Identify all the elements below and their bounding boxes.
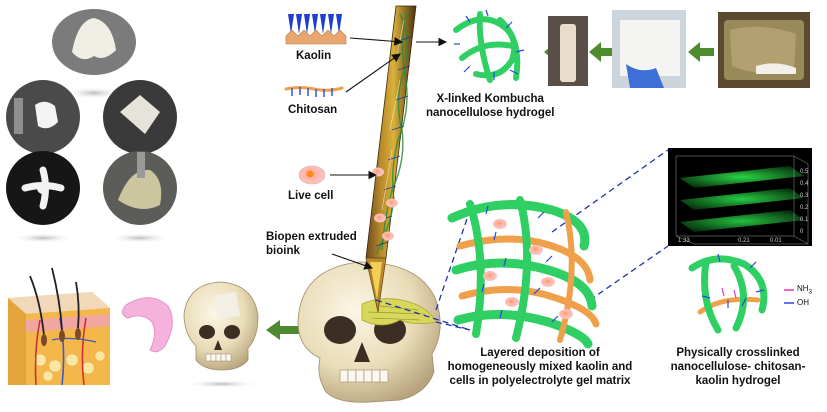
physically-label-line3: kaolin hydrogel [695, 375, 781, 387]
nh3-text: NH [797, 284, 809, 293]
hydrogel-sheet-photo [612, 10, 686, 88]
layered-label-line3: cells in polyelectrolyte gel matrix [449, 375, 631, 387]
biopen-label: Biopen extruded bioink [266, 230, 357, 258]
physically-label: Physically crosslinked nanocellulose- ch… [654, 346, 822, 388]
biopen-label-line1: Biopen extruded [266, 231, 357, 243]
cartilage-icon [122, 297, 173, 353]
legend-keys [784, 289, 794, 304]
xlinked-label-line2: nanocellulose hydrogel [426, 107, 555, 119]
oh-legend-label: OH [797, 298, 809, 307]
hydrogel-network-icon [688, 253, 768, 334]
nh3-legend-label: NH3 [797, 284, 812, 296]
xlinked-label-line1: X-linked Kombucha [436, 93, 544, 105]
skull-large-icon [297, 261, 441, 403]
scoby-photo [718, 12, 810, 88]
physically-label-line1: Physically crosslinked [676, 347, 800, 359]
hydrogel-cylinder-photo [548, 16, 588, 86]
confocal-tick: 1.33 [678, 238, 690, 244]
nh3-subscript: 3 [808, 289, 812, 296]
pointer-arrows [330, 37, 448, 270]
chitosan-icon [284, 86, 344, 97]
confocal-tick: 0.2 [800, 205, 809, 211]
live-cell-label: Live cell [288, 190, 334, 202]
live-cell-icon [298, 165, 326, 185]
confocal-tick: 0.21 [738, 238, 750, 244]
confocal-tick: 0.1 [800, 217, 809, 223]
skull-small-icon [183, 281, 260, 388]
physically-label-line2: nanocellulose- chitosan- [670, 361, 806, 373]
xlinked-network-icon [453, 9, 525, 83]
layered-network-icon [447, 196, 600, 349]
confocal-tick: 0.3 [800, 193, 809, 199]
biopen-rod [365, 5, 417, 313]
layered-label: Layered deposition of homogeneously mixe… [442, 346, 638, 388]
printed-shapes-photos [6, 9, 177, 243]
layered-label-line1: Layered deposition of [480, 347, 600, 359]
confocal-tick: 0.5 [800, 169, 809, 175]
skin-icon [8, 267, 110, 386]
xlinked-label: X-linked Kombucha nanocellulose hydrogel [426, 92, 554, 120]
confocal-tick: 0.01 [770, 238, 782, 244]
kaolin-label: Kaolin [296, 50, 332, 62]
confocal-tick: 0 [800, 229, 804, 235]
kaolin-icon [285, 14, 347, 45]
chitosan-label: Chitosan [288, 104, 338, 116]
arrow-to-small-skull [266, 320, 300, 340]
confocal-image [668, 148, 812, 246]
layered-label-line2: homogeneously mixed kaolin and [447, 361, 633, 373]
confocal-tick: 0.4 [800, 181, 809, 187]
biopen-label-line2: bioink [266, 245, 300, 257]
